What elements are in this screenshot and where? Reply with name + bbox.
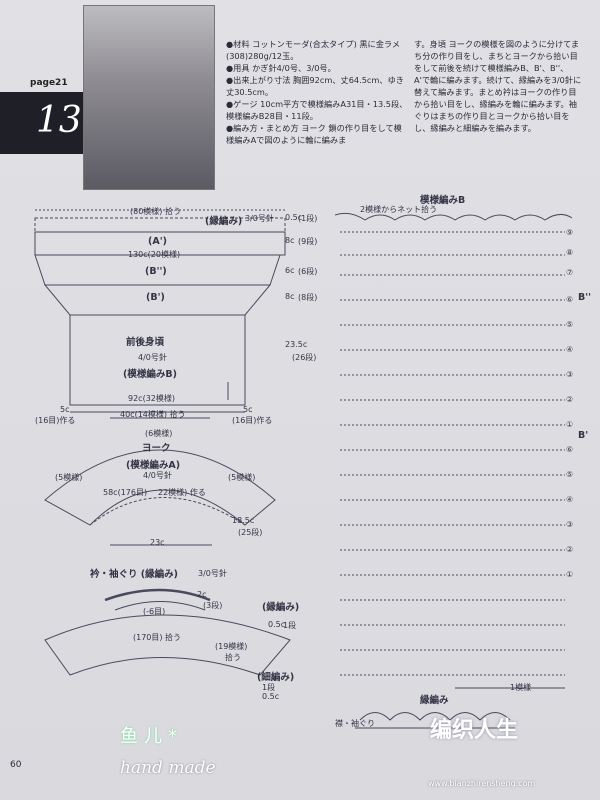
collar-side-pick: 拾う [225, 653, 241, 662]
main-rows: (26段) [292, 353, 317, 362]
collar-edge-height: 0.5c [268, 620, 286, 629]
row-num: ⑥ [566, 445, 574, 454]
chart-label-b1: B' [578, 430, 589, 441]
row-num: ① [566, 570, 574, 579]
materials-block: ●材料 コットンモーダ(合太タイプ) 黒に金ラメ(308)280g/12玉。 ●… [226, 38, 409, 146]
body-title: 前後身頃 [126, 337, 165, 348]
band-a-height: 8c [285, 236, 295, 245]
row-num: ⑦ [566, 268, 574, 277]
row-num: ② [566, 395, 574, 404]
row-num: ③ [566, 520, 574, 529]
row-num: ④ [566, 345, 574, 354]
band-b2-rows: (6段) [298, 267, 318, 276]
chart-one-repeat: 1模様 [510, 683, 532, 692]
chart-label-b2: B'' [578, 292, 592, 303]
row-num: ⑧ [566, 248, 574, 257]
row-num: ③ [566, 370, 574, 379]
band-b-double-prime: (B'') [145, 266, 167, 277]
collar-top-height: 2c [197, 590, 207, 599]
chart-repeat-note: 2模様からネット拾う [360, 205, 438, 214]
materials-line: ●材料 コットンモーダ(合太タイプ) 黒に金ラメ(308)280g/12玉。 [226, 39, 401, 61]
yoke-side-right: (5模様) [228, 473, 256, 482]
row-num: ⑨ [566, 228, 574, 237]
size-line: ●出来上がり寸法 胸囲92cm、丈64.5cm、ゆき丈30.5cm。 [226, 75, 404, 97]
collar-edge-label: (縁編み) [262, 602, 300, 613]
row-num: ⑥ [566, 295, 574, 304]
collar-pick: (170目) 拾う [133, 633, 182, 642]
gusset-left: 5c [60, 405, 70, 414]
band-b1-height: 8c [285, 292, 295, 301]
row-num: ⑤ [566, 320, 574, 329]
gauge-line: ●ゲージ 10cm平方で模様編みA31目・13.5段、模様編みB28目・11段。 [226, 99, 408, 121]
edge-chart-title: 縁編み [420, 695, 449, 706]
yoke-needle: 4/0号針 [143, 471, 172, 480]
edge-chart-note: 襟・袖ぐり [335, 719, 375, 728]
row-num: ⑤ [566, 470, 574, 479]
pattern-number-block [0, 92, 83, 154]
row-num: ② [566, 545, 574, 554]
method-line: ●編み方・まとめ方 ヨーク 鎖の作り目をして模様編みAで図のように輪に編みま [226, 123, 402, 145]
bottom-width: 92c(32模様) [128, 394, 175, 403]
page-label: page21 [30, 78, 68, 88]
watermark-cjk: 鱼儿* [120, 726, 183, 747]
top-pickup: (80模様) 拾う [130, 207, 181, 216]
edge-height: 0.5c [285, 213, 303, 222]
watermark-site: 编织人生 [430, 718, 519, 743]
edge-rows: (1段) [298, 214, 318, 223]
watermark-url: www.bianzhirensheng.com [428, 779, 536, 788]
body-pattern: (模様編みB) [123, 369, 177, 380]
tools-line: ●用具 かぎ針4/0号、3/0号。 [226, 63, 336, 73]
main-height: 23.5c [285, 340, 308, 349]
fine-height: 0.5c [262, 692, 280, 701]
yoke-depth-rows: (25段) [238, 528, 263, 537]
band-b1-rows: (8段) [298, 293, 318, 302]
center-pickup: 40c(14模様) 拾う [120, 410, 186, 419]
watermark-handmade: hand made [120, 758, 216, 778]
body-needle: 4/0号針 [138, 353, 167, 362]
band-a-prime: (A') [148, 236, 167, 247]
yoke-side-left: (5模様) [55, 473, 83, 482]
yoke-width: 23c [150, 538, 165, 547]
pattern-number: 13 [36, 100, 82, 141]
collar-side: (19模様) [215, 642, 248, 651]
band-b-prime: (B') [146, 292, 165, 303]
fine-label: (細編み) [257, 672, 295, 683]
collar-edge-rows: 1段 [283, 621, 297, 630]
collar-needle: 3/0号針 [198, 569, 227, 578]
edge-label: (縁編み) [205, 216, 243, 227]
instructions-text: す。身頃 ヨークの模様を図のように分けてまち分の作り目をし、まちとヨークから拾い… [414, 39, 582, 133]
band-a-rows: (9段) [298, 237, 318, 246]
yoke-pattern: (模様編みA) [126, 460, 181, 471]
yoke-depth: 18.5c [232, 516, 255, 525]
body-width: 130c(20模様) [128, 250, 181, 259]
collar-ring: (-6目) [143, 607, 166, 616]
row-num: ① [566, 420, 574, 429]
gusset-left-make: (16目)作る [35, 416, 76, 425]
gusset-right-make: (16目)作る [232, 416, 273, 425]
fine-rows: 1段 [262, 683, 276, 692]
yoke-top: (6模様) [145, 429, 173, 438]
chart-title: 模様編みB [420, 195, 466, 206]
yoke-inner: 58c(176目) [103, 488, 148, 497]
band-b2-height: 6c [285, 266, 295, 275]
collar-title: 衿・袖ぐり (縁編み) [90, 569, 178, 580]
page-number: 60 [10, 760, 22, 770]
model-photo [83, 5, 215, 190]
yoke-inner-make: 22模様) 作る [158, 488, 206, 497]
edge-needle: 3/0号針 [245, 214, 274, 223]
row-num: ④ [566, 495, 574, 504]
yoke-title: ヨーク [142, 443, 171, 454]
gusset-right: 5c [243, 405, 253, 414]
collar-top-rows: (3段) [203, 601, 223, 610]
